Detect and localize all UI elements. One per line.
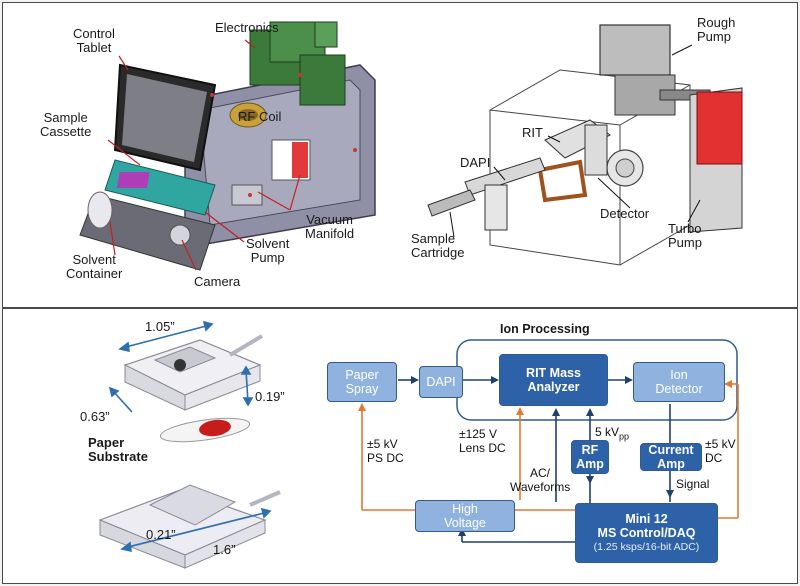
block-ion-detector-line1: Ion [670, 368, 688, 382]
label-sample-cartridge-line2: Cartridge [411, 245, 465, 260]
ion-processing-title: Ion Processing [500, 322, 590, 336]
dim-small: 0.21” [146, 527, 176, 542]
label-control-tablet-line2: Tablet [76, 40, 112, 55]
block-rf-amp-line2: Amp [576, 457, 604, 471]
dim-width: 0.63” [80, 409, 110, 424]
label-rf-coil: RF Coil [238, 109, 282, 124]
vacuum-system-drawing [427, 24, 743, 266]
label-solvent-container-line1: Solvent [72, 252, 116, 267]
label-paper-substrate-line2: Substrate [88, 449, 148, 464]
block-mini12-line3: (1.25 ksps/16-bit ADC) [593, 541, 700, 553]
label-rough-pump-line2: Pump [697, 29, 731, 44]
block-rf-amp-line1: RF [581, 443, 599, 457]
block-rit-mass-analyzer: RIT Mass Analyzer [499, 354, 608, 406]
block-rit-line2: Analyzer [527, 380, 580, 394]
block-dapi-label: DAPI [426, 375, 456, 389]
label-detector: Detector [600, 206, 650, 221]
schematic-lines [358, 339, 739, 543]
block-paper-spray-line2: Spray [345, 382, 379, 396]
label-rit: RIT [522, 125, 543, 140]
block-mini12-line1: Mini 12 [625, 512, 668, 526]
note-kv-pp-main: 5 kV [595, 425, 620, 439]
label-rough-pump: Rough Pump [697, 16, 735, 44]
label-rough-pump-line1: Rough [697, 15, 736, 30]
label-turbo-pump-line1: Turbo [668, 221, 702, 236]
note-kv-pp-sub: pp [619, 431, 630, 442]
label-vacuum-manifold: Vacuum Manifold [305, 213, 354, 241]
block-high-voltage: High Voltage [415, 500, 515, 532]
note-pm5kv-dc-line1: ±5 kV [705, 437, 736, 451]
label-paper-substrate-line1: Paper [88, 435, 125, 450]
note-pm5kv-dc-line2: DC [705, 451, 723, 465]
label-camera: Camera [194, 274, 241, 289]
label-vacuum-manifold-line2: Manifold [305, 226, 355, 241]
note-lens-dc: ±125 V Lens DC [459, 427, 506, 455]
cartridge-drawing [98, 320, 281, 569]
block-paper-spray-line1: Paper [345, 368, 379, 382]
block-current-amp-line1: Current [648, 443, 694, 457]
dim-length-top: 1.05” [145, 319, 175, 334]
note-ac-waveforms-line2: Waveforms [510, 480, 571, 494]
block-ion-detector-line2: Detector [655, 382, 703, 396]
note-ps-dc-line1: ±5 kV [367, 437, 398, 451]
label-solvent-container: Solvent Container [66, 253, 122, 281]
block-mini12: Mini 12 MS Control/DAQ (1.25 ksps/16-bit… [575, 503, 718, 563]
note-kv-pp: 5 kVpp [595, 425, 629, 443]
label-control-tablet-line1: Control [73, 26, 115, 41]
note-ac-waveforms: AC/ Waveforms [510, 466, 570, 494]
label-sample-cassette: Sample Cassette [40, 111, 91, 139]
label-sample-cassette-line2: Cassette [40, 124, 92, 139]
instrument-cad-drawing [79, 21, 376, 271]
label-sample-cartridge: Sample Cartridge [411, 232, 464, 260]
label-dapi-top: DAPI [460, 155, 491, 170]
label-solvent-container-line2: Container [66, 266, 123, 281]
note-ac-waveforms-line1: AC/ [530, 466, 551, 480]
block-current-amp-line2: Amp [657, 457, 685, 471]
dim-height: 0.19” [255, 389, 285, 404]
block-current-amp: Current Amp [640, 443, 702, 471]
label-sample-cassette-line1: Sample [43, 110, 88, 125]
label-sample-cartridge-line1: Sample [411, 231, 456, 246]
label-control-tablet: Control Tablet [73, 27, 115, 55]
block-ion-detector: Ion Detector [633, 362, 725, 402]
block-rit-line1: RIT Mass [526, 366, 581, 380]
label-solvent-pump-line2: Pump [250, 250, 285, 265]
block-dapi: DAPI [419, 366, 463, 398]
label-turbo-pump-line2: Pump [668, 235, 702, 250]
note-signal: Signal [676, 477, 710, 491]
note-pm5kv-dc: ±5 kV DC [705, 437, 736, 465]
label-paper-substrate: Paper Substrate [88, 436, 148, 464]
block-mini12-line2: MS Control/DAQ [597, 526, 696, 540]
label-turbo-pump: Turbo Pump [668, 222, 702, 250]
block-high-voltage-line2: Voltage [444, 516, 486, 530]
block-rf-amp: RF Amp [571, 440, 609, 474]
dim-length-bottom: 1.6” [213, 542, 236, 557]
label-solvent-pump-line1: Solvent [246, 236, 290, 251]
block-paper-spray: Paper Spray [327, 362, 397, 402]
note-ps-dc: ±5 kV PS DC [367, 437, 404, 465]
note-lens-dc-line1: ±125 V [459, 427, 497, 441]
label-electronics: Electronics [215, 20, 279, 35]
panel-divider [2, 307, 798, 309]
label-solvent-pump: Solvent Pump [246, 237, 289, 265]
note-ps-dc-line2: PS DC [367, 451, 404, 465]
block-high-voltage-line1: High [452, 502, 478, 516]
note-lens-dc-line2: Lens DC [459, 441, 506, 455]
label-vacuum-manifold-line1: Vacuum [306, 212, 353, 227]
